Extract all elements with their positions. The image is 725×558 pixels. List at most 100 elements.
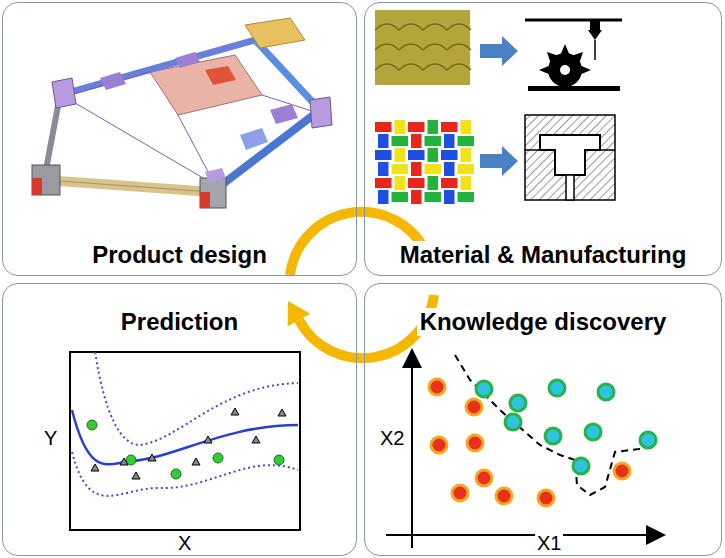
woven-grid-part xyxy=(395,176,406,190)
woven-grid-part xyxy=(441,150,458,160)
frame-drawing-part xyxy=(175,52,200,68)
classification-plot-part-part xyxy=(585,424,601,440)
frame-drawing xyxy=(32,18,332,208)
regression-plot-part-part xyxy=(120,458,128,465)
classification-plot xyxy=(386,352,662,548)
woven-grid-part xyxy=(395,120,406,134)
frame-drawing-part xyxy=(240,128,268,150)
woven-grid-part xyxy=(458,136,475,146)
axis-label: X1 xyxy=(535,531,563,555)
panel-title: Knowledge discovery xyxy=(417,308,670,336)
classification-plot-part-part xyxy=(573,458,589,474)
regression-plot-part xyxy=(87,420,284,479)
frame-drawing-part xyxy=(200,178,226,208)
woven-grid-part xyxy=(392,136,409,146)
cycle-arrows-part xyxy=(288,301,311,326)
regression-plot-part xyxy=(72,452,298,496)
regression-plot-part-part xyxy=(204,436,212,443)
axis-label: X2 xyxy=(378,426,406,450)
woven-grid-part xyxy=(428,148,439,162)
frame-drawing-part xyxy=(45,180,212,192)
regression-plot-part-part xyxy=(213,453,223,463)
material-icons-part xyxy=(375,24,471,70)
woven-grid-part xyxy=(461,120,472,134)
woven-grid-part xyxy=(425,192,442,202)
regression-plot-part-part xyxy=(274,455,284,465)
classification-plot-part xyxy=(476,380,656,474)
woven-grid-part xyxy=(461,148,472,162)
frame-drawing-part xyxy=(32,165,60,195)
panel-title-row: Material & Manufacturing xyxy=(365,241,721,269)
woven-grid-part xyxy=(395,148,406,162)
frame-drawing-part xyxy=(52,78,76,108)
cycle-arrows-part xyxy=(299,295,434,358)
woven-grid-part xyxy=(444,190,455,204)
material-icons xyxy=(375,10,622,205)
woven-grid-part xyxy=(425,136,442,146)
panel-title: Material & Manufacturing xyxy=(397,241,690,269)
frame-drawing-part xyxy=(70,100,215,185)
material-icons-part xyxy=(525,115,615,200)
material-icons-part xyxy=(566,175,574,200)
woven-grid-part xyxy=(441,122,458,132)
frame-drawing-part xyxy=(60,40,255,95)
woven-grid-part xyxy=(378,190,389,204)
material-icons-part xyxy=(375,10,470,85)
woven-grid-part xyxy=(461,176,472,190)
woven-grid-part xyxy=(441,178,458,188)
material-icons-part xyxy=(539,44,591,87)
woven-grid-part xyxy=(428,120,439,134)
regression-plot-part-part xyxy=(132,472,140,479)
regression-plot-part-part xyxy=(91,464,99,471)
classification-plot-part-part xyxy=(476,381,492,397)
regression-plot xyxy=(70,352,300,530)
material-icons-part xyxy=(594,40,596,60)
woven-grid-part xyxy=(375,122,392,132)
classification-plot-part-part xyxy=(429,379,445,395)
frame-drawing-part xyxy=(270,104,298,124)
panel-box: Product design xyxy=(2,2,357,276)
woven-grid-part xyxy=(411,134,422,148)
classification-plot-part-part xyxy=(505,414,521,430)
material-icons-part-part xyxy=(560,65,570,75)
frame-drawing-part xyxy=(205,66,236,85)
classification-plot-part-part xyxy=(466,399,482,415)
woven-grid-part xyxy=(375,150,392,160)
woven-grid-part xyxy=(428,176,439,190)
woven-grid-part xyxy=(444,134,455,148)
classification-plot-part xyxy=(411,352,413,548)
woven-grid-part xyxy=(375,178,392,188)
classification-plot-part-part xyxy=(476,470,492,486)
material-icons-part xyxy=(588,30,602,40)
classification-plot-part-part xyxy=(640,432,656,448)
regression-plot-part-part xyxy=(252,436,260,443)
panel-title: Prediction xyxy=(118,308,241,336)
woven-grid-part xyxy=(444,162,455,176)
regression-plot-part-part xyxy=(87,420,97,430)
classification-plot-part-part xyxy=(614,463,630,479)
woven-grid-part xyxy=(458,192,475,202)
panel-title: Product design xyxy=(89,241,270,269)
woven-grid-part xyxy=(378,162,389,176)
regression-plot-part xyxy=(91,408,286,479)
classification-plot-part-part xyxy=(538,490,554,506)
axis-label: Y xyxy=(42,426,59,450)
woven-grid-part xyxy=(375,120,475,205)
regression-plot-part xyxy=(72,410,298,464)
panel-box: Material & Manufacturing xyxy=(364,2,722,276)
panel-title-row: Product design xyxy=(3,241,356,269)
material-icons-part xyxy=(590,20,600,30)
classification-plot-part-part xyxy=(467,435,483,451)
woven-grid-part xyxy=(408,178,425,188)
material-icons-part xyxy=(480,36,518,66)
frame-drawing-part xyxy=(200,192,210,208)
classification-plot-part-part xyxy=(549,380,565,396)
regression-plot-part xyxy=(70,352,300,530)
classification-plot-part-part xyxy=(452,485,468,501)
material-icons-part-part xyxy=(539,44,591,75)
woven-grid-part xyxy=(425,164,442,174)
panel-title-row: Knowledge discovery xyxy=(365,308,721,336)
material-icons-part xyxy=(528,86,620,91)
classification-plot-part xyxy=(386,534,662,536)
frame-drawing-part xyxy=(70,72,150,95)
